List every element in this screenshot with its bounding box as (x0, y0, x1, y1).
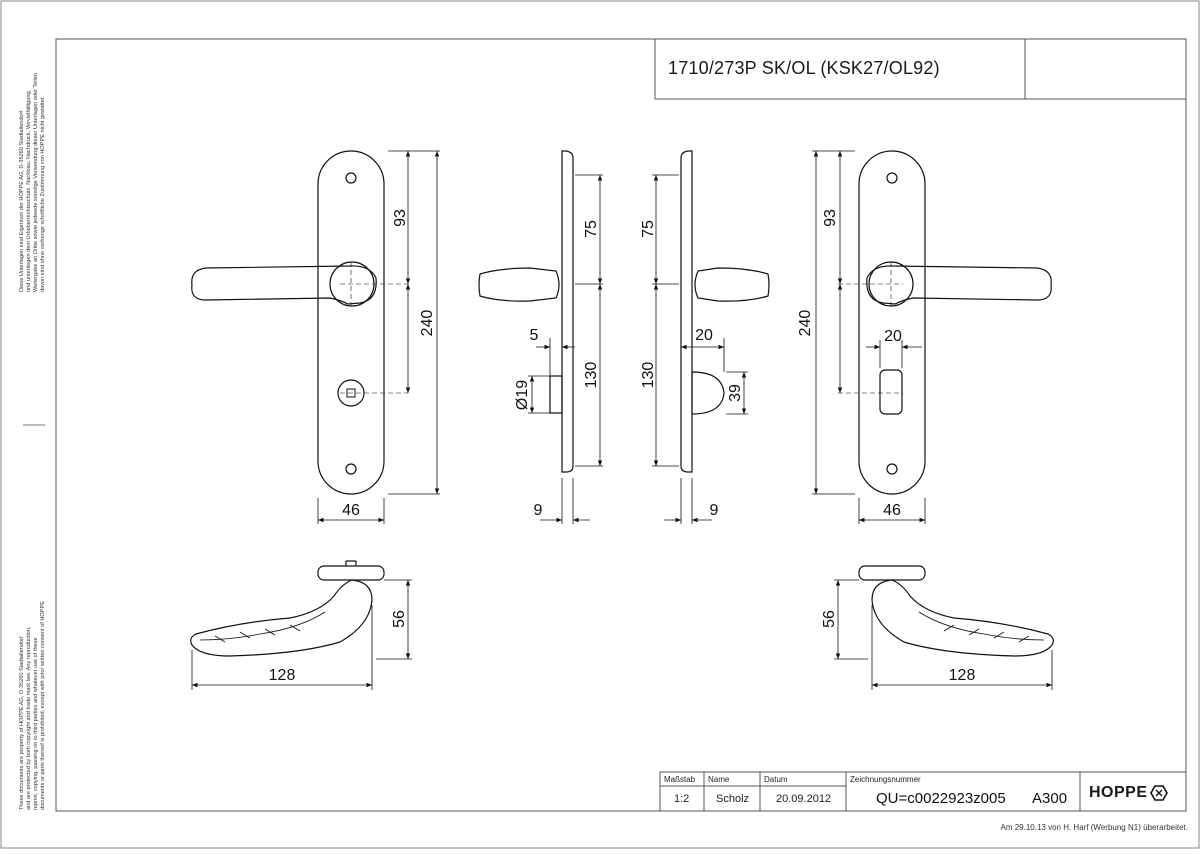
brand-name: HOPPE (1089, 784, 1148, 801)
revision-note: Am 29.10.13 von H. Harf (Werbung N1) übe… (1000, 823, 1189, 832)
brand-mark-icon (1149, 785, 1168, 801)
dim-75-right: 75 (640, 220, 657, 238)
side-plate-left (561, 150, 574, 473)
dim-46-left: 46 (342, 502, 360, 519)
inner-frame (55, 38, 1187, 812)
front-view-left (191, 150, 385, 495)
dim-75-left: 75 (583, 220, 600, 238)
sheet-size: A300 (1032, 790, 1068, 807)
dim-240-right: 240 (797, 310, 814, 337)
screw-bottom-left (345, 463, 357, 475)
dim-56-right: 56 (821, 610, 838, 628)
dim-93-right: 93 (822, 209, 839, 227)
screw-bottom-right (886, 463, 898, 475)
scale-value: 1:2 (674, 793, 690, 805)
side-view-left (478, 150, 574, 473)
lever-top-left (190, 579, 373, 657)
dim-9-left: 9 (534, 502, 543, 519)
scale-label: Maßstab (664, 775, 696, 784)
drawing-number-label: Zeichnungsnummer (850, 775, 921, 784)
date-label: Datum (764, 775, 788, 784)
turn-knob-right (879, 369, 903, 415)
dim-128-right: 128 (949, 667, 976, 684)
dim-46-right: 46 (883, 502, 901, 519)
lever-front-left (191, 265, 377, 305)
hoppe-logo: HOPPE (1089, 784, 1168, 802)
dim-39: 39 (727, 384, 744, 402)
dim-d19: Ø19 (514, 380, 531, 410)
top-view-right (858, 565, 1054, 657)
side-turn-left (549, 375, 563, 414)
side-turn-right (691, 371, 725, 415)
side-lever-left (478, 267, 560, 302)
dim-130-right: 130 (640, 362, 657, 389)
dim-20-front: 20 (884, 328, 902, 345)
backplate-left (317, 150, 385, 495)
backplate-right (858, 150, 926, 495)
dim-240-left: 240 (419, 310, 436, 337)
dim-56-left: 56 (391, 610, 408, 628)
copyright-note-de: Diese Unterlagen sind Eigentum der HOPPE… (19, 72, 46, 292)
dim-93-left: 93 (392, 209, 409, 227)
dim-130-left: 130 (583, 362, 600, 389)
name-value: Scholz (716, 793, 750, 805)
name-label: Name (708, 775, 730, 784)
screw-top-right (886, 172, 898, 184)
date-value: 20.09.2012 (776, 793, 832, 805)
screw-top-left (345, 172, 357, 184)
drawing-title: 1710/273P SK/OL (KSK27/OL92) (668, 58, 940, 78)
drawing-number: QU=c0022923z005 (876, 790, 1006, 807)
side-plate-right (680, 150, 693, 473)
dim-20-side: 20 (695, 327, 713, 344)
title-block (659, 771, 1187, 812)
dim-5: 5 (530, 327, 539, 344)
dim-128-left: 128 (269, 667, 296, 684)
copyright-note-en: These documents are property of HOPPE AG… (19, 601, 46, 810)
top-view-left (190, 560, 385, 657)
side-view-right (680, 150, 770, 473)
lever-front-right (866, 265, 1052, 305)
title-box (654, 38, 1187, 100)
side-lever-right (694, 267, 770, 302)
front-view-right (858, 150, 1052, 495)
lever-top-right (871, 579, 1054, 657)
dim-9-right: 9 (710, 502, 719, 519)
